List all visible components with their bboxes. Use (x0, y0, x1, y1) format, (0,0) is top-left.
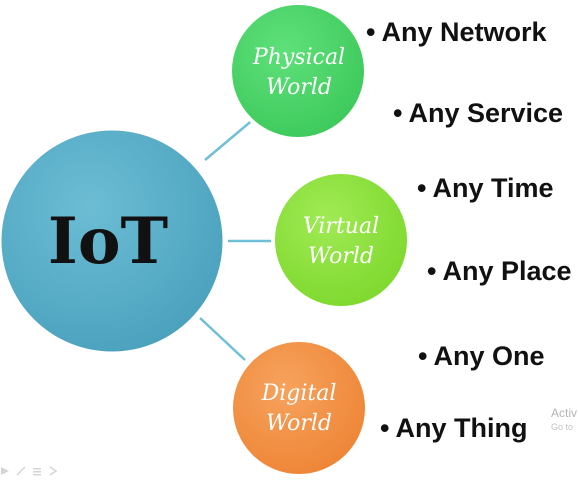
pen-icon[interactable] (16, 463, 26, 476)
bullet-dot: • (427, 256, 437, 286)
bullet-any-service: •Any Service (393, 98, 563, 128)
digital-world-circle (229, 338, 369, 478)
bullet-dot: • (418, 341, 428, 371)
bullet-any-thing: •Any Thing (380, 413, 527, 443)
slideshow-toolbar (0, 461, 58, 476)
activation-watermark-line2: Go to (551, 422, 574, 432)
bullet-label: Any One (433, 341, 545, 371)
virtual-world-line1: Virtual (303, 214, 379, 239)
bullet-dot: • (393, 98, 403, 128)
bullet-any-network: •Any Network (366, 17, 547, 47)
bullet-any-place: •Any Place (427, 256, 572, 286)
bullet-any-time: •Any Time (417, 173, 554, 203)
bullet-label: Any Service (408, 98, 564, 128)
next-icon[interactable] (48, 463, 58, 476)
digital-world-line2: World (266, 411, 332, 436)
bullet-label: Any Thing (395, 413, 528, 443)
physical-world-line1: Physical (252, 45, 345, 70)
bullet-dot: • (380, 413, 390, 443)
physical-world-circle (228, 1, 368, 141)
virtual-world-circle (271, 170, 411, 310)
bullet-label: Any Place (442, 256, 572, 286)
bullet-label: Any Time (432, 173, 554, 203)
physical-world-line2: World (266, 75, 332, 100)
connector-physical (204, 117, 256, 161)
bullet-label: Any Network (381, 17, 547, 47)
virtual-world-line2: World (308, 244, 374, 269)
play-icon[interactable] (0, 463, 10, 475)
bullet-dot: • (366, 17, 376, 47)
connector-digital (199, 317, 246, 361)
bullet-any-one: •Any One (418, 341, 544, 371)
bullet-dot: • (417, 173, 427, 203)
digital-world-line1: Digital (261, 381, 337, 406)
activation-watermark-line1: Activ (551, 406, 578, 420)
iot-label: IoT (48, 204, 168, 279)
iot-center-circle (0, 125, 228, 357)
menu-icon[interactable] (32, 463, 42, 476)
